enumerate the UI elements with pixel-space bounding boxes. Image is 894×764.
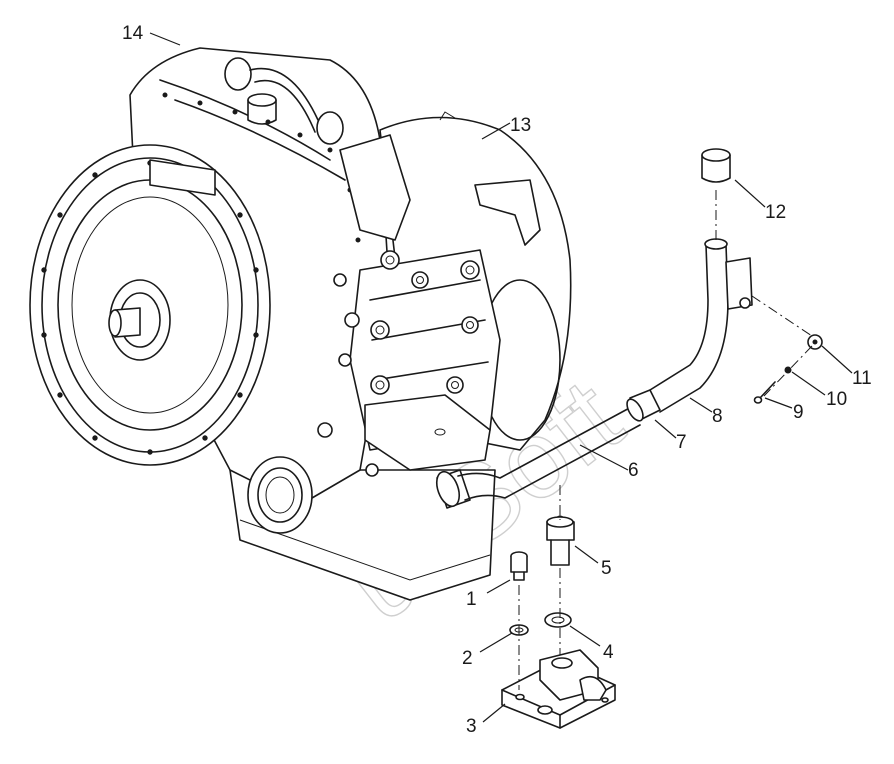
- transmission-housing: [29, 47, 572, 601]
- callout-5: 5: [601, 558, 612, 579]
- callout-12: 12: [765, 202, 786, 223]
- callout-leaders: [149, 32, 853, 723]
- mount-hardware: [501, 515, 616, 729]
- callout-14: 14: [122, 23, 144, 44]
- callout-6: 6: [628, 460, 639, 481]
- callout-2: 2: [462, 648, 473, 669]
- callout-11: 11: [852, 368, 872, 389]
- center-lines: [518, 190, 813, 690]
- callout-13: 13: [510, 115, 531, 136]
- callout-labels: 1 2 3 4 5 6 7 8 9 10 11 12 13 14: [122, 23, 872, 737]
- bracket-fasteners: [753, 334, 823, 404]
- callout-3: 3: [466, 716, 477, 737]
- callout-9: 9: [793, 402, 804, 423]
- callout-1: 1: [466, 589, 477, 610]
- callout-8: 8: [712, 406, 723, 427]
- callout-4: 4: [603, 642, 614, 663]
- callout-10: 10: [826, 389, 847, 410]
- callout-7: 7: [676, 432, 687, 453]
- oil-tube-assembly: [435, 148, 753, 509]
